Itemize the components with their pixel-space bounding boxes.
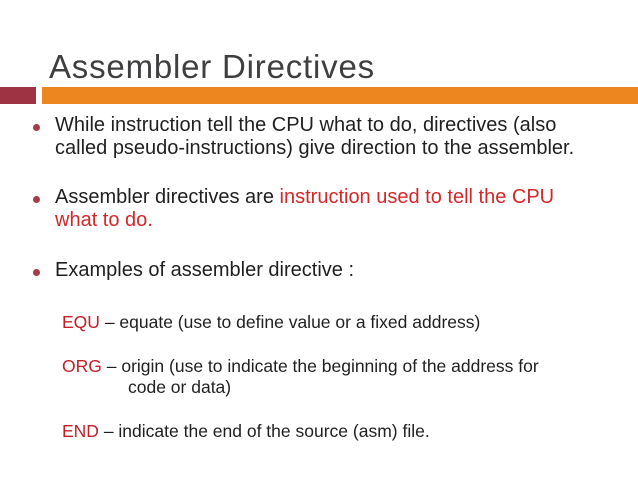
bullet-text-red: instruction used to tell the CPU what to… xyxy=(55,186,555,231)
directive-description: – equate (use to define value or a fixed… xyxy=(104,312,481,332)
directive-equ: EQU – equate (use to define value or a f… xyxy=(62,312,622,333)
slide-title: Assembler Directives xyxy=(49,48,375,86)
directive-description: – origin (use to indicate the beginning … xyxy=(106,356,539,376)
directive-end: END – indicate the end of the source (as… xyxy=(62,421,622,442)
directive-keyword: ORG xyxy=(62,356,102,376)
bullet-text-plain: While instruction tell the CPU what to d… xyxy=(55,114,575,159)
bullet-text: While instruction tell the CPU what to d… xyxy=(55,114,600,159)
bullet-text: Assembler directives are instruction use… xyxy=(55,186,600,231)
bullet-item-while-instruction: While instruction tell the CPU what to d… xyxy=(28,114,613,159)
directive-description-line2: code or data) xyxy=(128,377,232,397)
bullet-item-assembler-directives: Assembler directives are instruction use… xyxy=(28,186,613,231)
bullet-text-plain: Examples of assembler directive : xyxy=(55,259,355,281)
directive-org: ORG – origin (use to indicate the beginn… xyxy=(62,356,622,398)
accent-bar-maroon xyxy=(0,87,36,104)
directive-description: – indicate the end of the source (asm) f… xyxy=(103,421,430,441)
bullet-text-plain: Assembler directives are xyxy=(55,186,280,208)
bullet-dot-icon xyxy=(33,196,40,203)
directive-keyword: EQU xyxy=(62,312,100,332)
accent-bar-orange xyxy=(42,87,638,104)
bullet-dot-icon xyxy=(33,269,40,276)
bullet-item-examples: Examples of assembler directive : xyxy=(28,259,613,282)
bullet-dot-icon xyxy=(33,124,40,131)
directive-keyword: END xyxy=(62,421,99,441)
bullet-text: Examples of assembler directive : xyxy=(55,259,600,282)
